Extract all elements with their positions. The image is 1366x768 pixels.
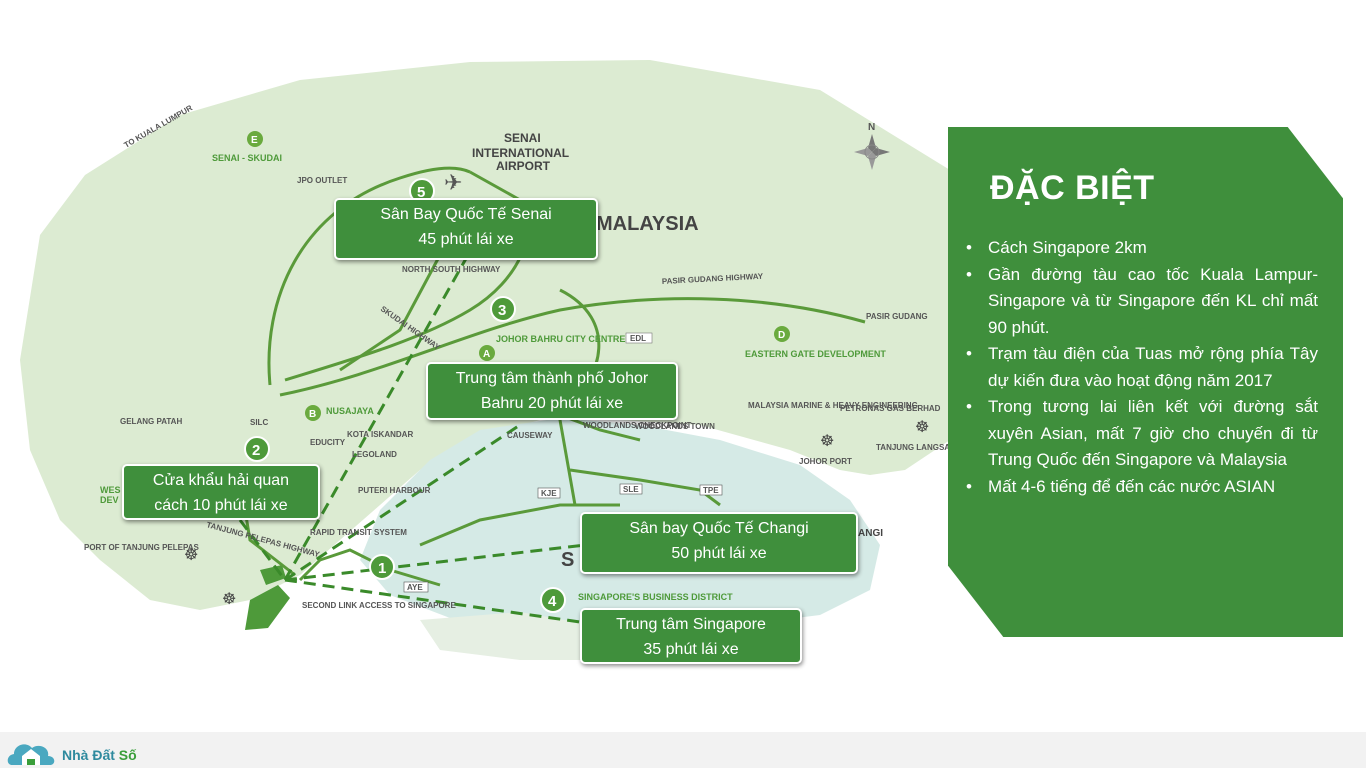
panel-item: Cách Singapore 2km	[966, 235, 1318, 262]
logo-text[interactable]: Nhà Đất Số	[62, 747, 137, 763]
callout-customs-line2: cách 10 phút lái xe	[154, 497, 288, 514]
callout-customs-line1: Cửa khẩu hải quan	[152, 472, 290, 489]
tanjung-langsat-label: TANJUNG LANGSAT PORT	[876, 443, 979, 452]
educity-label: EDUCITY	[310, 438, 346, 447]
port-wheel-icon: ☸	[184, 547, 198, 564]
dev-fragment: DEV	[100, 495, 119, 505]
callout-senai: Sân Bay Quốc Tế Senai 45 phút lái xe	[334, 198, 598, 260]
kota-iskandar-label: KOTA ISKANDAR	[347, 430, 413, 439]
port-tp-label: PORT OF TANJUNG PELEPAS	[84, 543, 199, 552]
west-fragment: WES	[100, 485, 121, 495]
expressway-shields: KJE SLE TPE AYE	[403, 483, 723, 593]
info-panel: ĐẶC BIỆT Cách Singapore 2km Gần đường tà…	[948, 127, 1343, 637]
callout-singapore-line2: 35 phút lái xe	[643, 641, 739, 658]
port-wheel-icon: ☸	[915, 419, 929, 436]
svg-text:AYE: AYE	[407, 583, 423, 592]
svg-text:SLE: SLE	[623, 485, 639, 494]
zone-d-label: EASTERN GATE DEVELOPMENT	[745, 349, 886, 359]
pasir-gudang-label: PASIR GUDANG	[866, 312, 928, 321]
callout-senai-line2: 45 phút lái xe	[418, 231, 514, 248]
zone-b-label: NUSAJAYA	[326, 406, 374, 416]
callout-customs: Cửa khẩu hải quan cách 10 phút lái xe	[122, 464, 320, 520]
tuas-island-2	[260, 565, 286, 585]
port-wheel-icon: ☸	[222, 591, 236, 608]
tuas-island	[245, 585, 290, 630]
svg-text:N: N	[868, 122, 875, 133]
panel-item: Trong tương lai liên kết với đường sắt x…	[966, 394, 1318, 474]
woodlands-cp-label: WOODLANDS CHECKPOINT	[583, 421, 692, 430]
callout-changi-line1: Sân bay Quốc Tế Changi	[629, 520, 809, 537]
panel-list: Cách Singapore 2km Gần đường tàu cao tốc…	[966, 235, 1318, 500]
number-markers: 5 3 2 1 4	[244, 178, 566, 613]
callout-changi: Sân bay Quốc Tế Changi 50 phút lái xe	[580, 512, 858, 574]
dashed-routes	[238, 254, 586, 624]
svg-text:B: B	[309, 409, 316, 420]
port-icons: ☸ ☸ ☸ ☸	[184, 419, 929, 608]
callout-changi-line2: 50 phút lái xe	[671, 545, 767, 562]
footer-bar	[0, 732, 1366, 768]
petronas-label: PETRONAS GAS BERHAD	[840, 404, 941, 413]
port-wheel-icon: ☸	[820, 433, 834, 450]
logo-text-b: Số	[118, 747, 137, 763]
johor-port-label: JOHOR PORT	[799, 457, 852, 466]
legoland-label: LEGOLAND	[352, 450, 397, 459]
puteri-harbour-label: PUTERI HARBOUR	[358, 486, 431, 495]
zone-e-label: SENAI - SKUDAI	[212, 153, 282, 163]
zone-markers: E A B D	[247, 131, 790, 421]
callout-singapore-line1: Trung tâm Singapore	[616, 616, 766, 633]
callout-johor: Trung tâm thành phố Johor Bahru 20 phút …	[426, 362, 678, 420]
callout-johor-line2: Bahru 20 phút lái xe	[480, 395, 624, 412]
gelang-patah-label: GELANG PATAH	[120, 417, 182, 426]
panel-item: Gần đường tàu cao tốc Kuala Lampur-Singa…	[966, 262, 1318, 342]
airport-label-1: SENAI	[504, 131, 541, 145]
airplane-icon: ✈	[444, 170, 462, 195]
malaysia-marine-label: MALAYSIA MARINE & HEAVY ENGINEERING	[748, 401, 918, 410]
svg-text:TPE: TPE	[703, 486, 719, 495]
zone-a-label: JOHOR BAHRU CITY CENTRE	[496, 334, 625, 344]
woodlands-town-label: WOODLANDS TOWN	[635, 422, 715, 431]
svg-text:2: 2	[252, 442, 260, 459]
sg-business-label: SINGAPORE'S BUSINESS DISTRICT	[578, 592, 733, 602]
jpo-label: JPO OUTLET	[297, 176, 347, 185]
callout-johor-line1: Trung tâm thành phố Johor	[455, 370, 649, 387]
silc-label: SILC	[250, 418, 268, 427]
svg-text:3: 3	[498, 302, 506, 319]
callout-senai-line1: Sân Bay Quốc Tế Senai	[380, 206, 552, 223]
svg-text:A: A	[483, 349, 490, 360]
logo-text-a: Nhà Đất	[62, 747, 119, 763]
compass-icon: N	[854, 122, 890, 170]
airport-label-3: AIRPORT	[496, 159, 551, 173]
second-link-label: SECOND LINK ACCESS TO SINGAPORE	[302, 601, 456, 610]
svg-text:D: D	[778, 330, 785, 341]
north-south-label: NORTH SOUTH HIGHWAY	[402, 265, 501, 274]
highways	[238, 166, 866, 587]
singapore-letter: S	[561, 549, 574, 571]
callout-singapore: Trung tâm Singapore 35 phút lái xe	[580, 608, 802, 664]
logo-house-icon[interactable]	[6, 735, 166, 768]
panel-title: ĐẶC BIỆT	[990, 169, 1155, 207]
panel-item: Mất 4-6 tiếng để đến các nước ASIAN	[966, 474, 1318, 501]
causeway-label: CAUSEWAY	[507, 431, 553, 440]
edl-label: EDL	[630, 334, 646, 343]
changi-fragment: ANGI	[858, 528, 883, 539]
panel-item: Trạm tàu điện của Tuas mở rộng phía Tây …	[966, 341, 1318, 394]
country-label: MALAYSIA	[596, 213, 699, 235]
airport-label-2: INTERNATIONAL	[472, 146, 569, 160]
svg-text:5: 5	[417, 184, 425, 201]
rapid-transit-label: RAPID TRANSIT SYSTEM	[310, 528, 407, 537]
svg-text:KJE: KJE	[541, 489, 557, 498]
svg-text:4: 4	[548, 593, 557, 610]
svg-text:E: E	[251, 135, 258, 146]
svg-text:1: 1	[378, 560, 386, 577]
